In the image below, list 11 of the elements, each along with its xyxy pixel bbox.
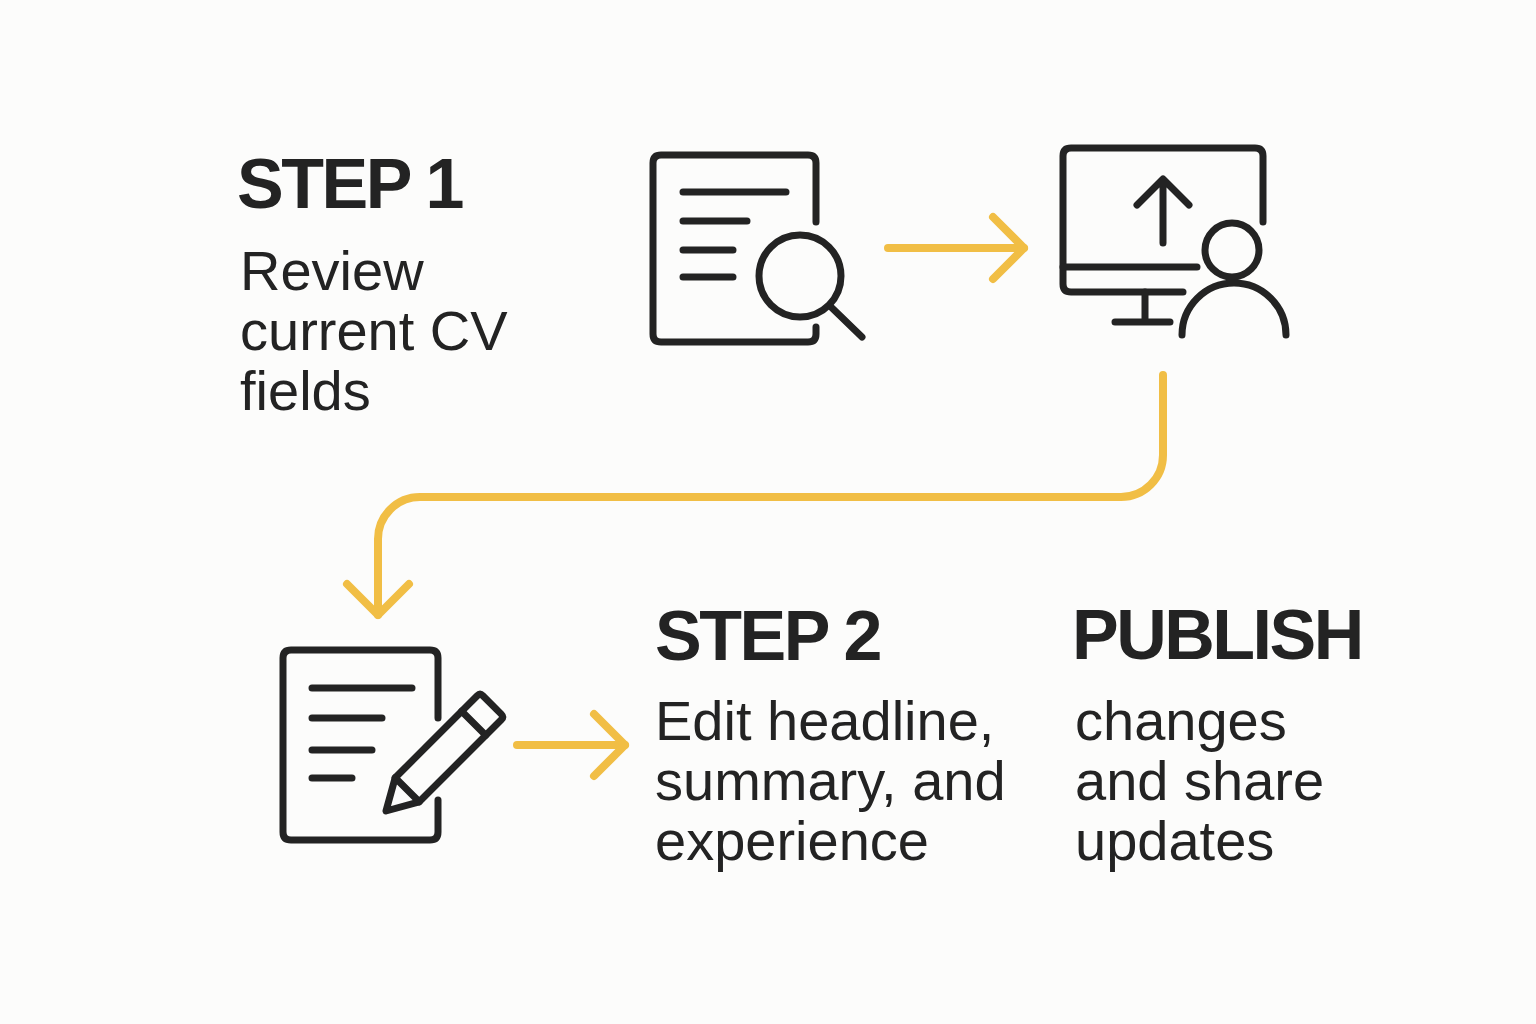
description-text: Review current CV fields	[240, 241, 509, 421]
heading: PUBLISH	[1072, 600, 1362, 670]
arrow	[884, 213, 1028, 283]
description-text: Edit headline, summary, and experience	[655, 691, 1007, 871]
description-text: changes and share updates	[1075, 691, 1326, 871]
document-magnifier-icon	[649, 151, 867, 347]
heading: STEP 2	[655, 601, 881, 671]
arrow	[343, 371, 1167, 619]
heading: STEP 1	[237, 149, 462, 219]
arrow	[513, 710, 629, 780]
monitor-upload-user-icon	[1059, 144, 1291, 340]
